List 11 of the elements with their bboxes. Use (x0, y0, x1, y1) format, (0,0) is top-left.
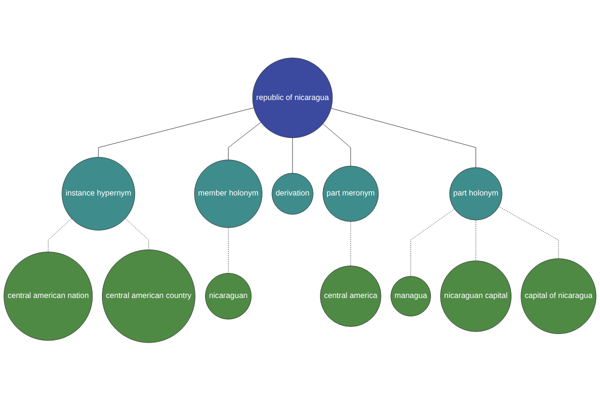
connector (125, 218, 149, 250)
connector (350, 221, 351, 266)
connector (98, 107, 254, 158)
connector (498, 206, 559, 259)
connector (48, 218, 72, 252)
connector (322, 123, 351, 166)
connector (228, 227, 229, 274)
connector (292, 137, 293, 174)
connector (228, 122, 262, 160)
connector (410, 208, 455, 276)
connector (330, 108, 476, 168)
